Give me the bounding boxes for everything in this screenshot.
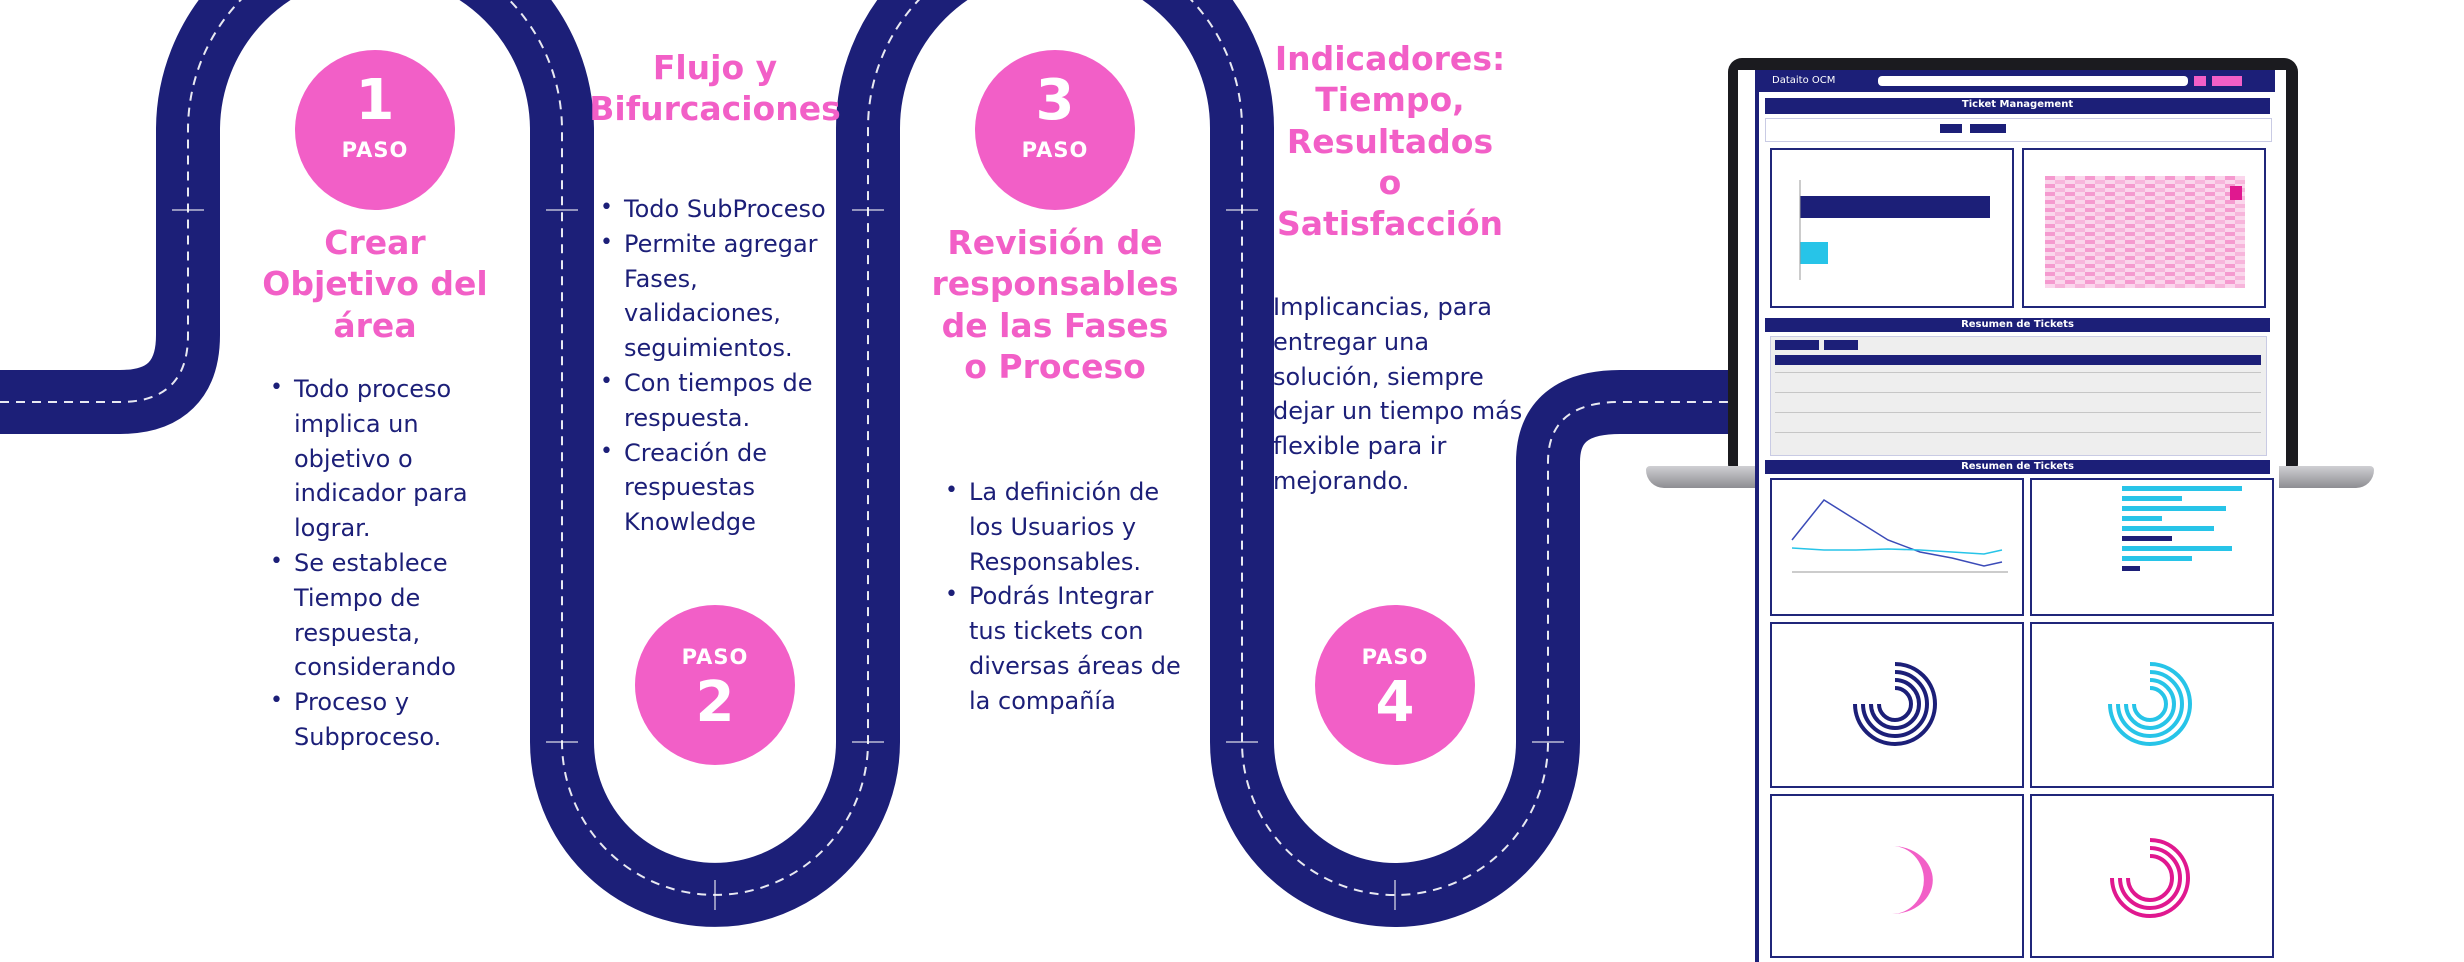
step-1-bullets: Todo proceso implica un objetivo o indic… (270, 372, 480, 755)
step-1-bullet: Proceso y Subproceso. (270, 685, 480, 755)
step-1-bullet: Todo proceso implica un objetivo o indic… (270, 372, 480, 546)
step-3-badge (975, 50, 1135, 210)
step-2-bullet: Con tiempos de respuesta. (600, 366, 840, 436)
step-1-bullet: Se establece Tiempo de respuesta, consid… (270, 546, 480, 685)
step-1-title: Crear Objetivo del área (262, 223, 488, 345)
dashboard-search-input[interactable] (1878, 76, 2188, 86)
dashboard-page-title: Ticket Management (1765, 98, 2270, 114)
heatmap-chart (2045, 176, 2245, 288)
step-3-bullets: La definición de los Usuarios y Responsa… (945, 475, 1185, 719)
step-2-bullets: Todo SubProceso Permite agregar Fases, v… (600, 192, 840, 540)
table-row (1775, 372, 2261, 373)
radial-chart-3 (2110, 838, 2190, 918)
pie-chart-panel (1770, 794, 2024, 958)
step-3-badge-label: PASO (1021, 138, 1089, 162)
step-3-number: 3 (1035, 68, 1075, 133)
step-2-bullet: Creación de respuestas Knowledge (600, 436, 840, 540)
step-2-badge-label: PASO (681, 645, 749, 669)
table-export-button[interactable] (1775, 340, 1819, 350)
step-2-badge (635, 605, 795, 765)
dashboard-user-button[interactable] (2212, 76, 2242, 86)
radial-chart-panel-2 (2030, 622, 2274, 788)
step-4-badge (1315, 605, 1475, 765)
step-3-bullet: Podrás Integrar tus tickets con diversas… (945, 579, 1185, 718)
step-1-badge (295, 50, 455, 210)
table-row (1775, 392, 2261, 393)
summary-section-header: Resumen de Tickets (1765, 318, 2270, 332)
step-4-paragraph: Implicancias, para entregar una solución… (1273, 293, 1523, 495)
step-2-number: 2 (695, 670, 735, 735)
table-row (1775, 412, 2261, 413)
pie-chart (1892, 846, 1933, 914)
table-row (1775, 432, 2261, 433)
table-columns-button[interactable] (1824, 340, 1858, 350)
dashboard-notification-icon[interactable] (2194, 76, 2206, 86)
status-bar-chart (1799, 180, 1990, 280)
tickets-table (1770, 336, 2267, 456)
summary-section-header-2: Resumen de Tickets (1765, 460, 2270, 474)
radial-chart-panel-1 (1770, 622, 2024, 788)
horizontal-bars-chart (2122, 486, 2242, 571)
radial-chart-1 (1853, 662, 1937, 746)
step-3-bullet: La definición de los Usuarios y Responsa… (945, 475, 1185, 579)
line-chart-panel (1770, 478, 2024, 616)
step-2-title: Flujo y Bifurcaciones (589, 48, 841, 129)
status-bar-chart-panel (1770, 148, 2014, 308)
step-4-badge-label: PASO (1361, 645, 1429, 669)
radial-chart-2 (2108, 662, 2192, 746)
step-2-bullet: Todo SubProceso (600, 192, 840, 227)
filter-reset-button[interactable] (1970, 124, 2006, 133)
filter-apply-button[interactable] (1940, 124, 1962, 133)
step-1-number: 1 (355, 68, 395, 133)
step-4-title: Indicadores: Tiempo, Resultados o Satisf… (1274, 39, 1506, 243)
table-header-row (1775, 355, 2261, 365)
step-2-bullet: Permite agregar Fases, validaciones, seg… (600, 227, 840, 366)
step-4-number: 4 (1375, 670, 1415, 735)
step-1-badge-label: PASO (341, 138, 409, 162)
dashboard-filter-row (1765, 118, 2272, 142)
dashboard-app-name: Dataito OCM (1772, 75, 1836, 86)
radial-chart-panel-3 (2030, 794, 2274, 958)
step-3-title: Revisión de responsables de las Fases o … (931, 223, 1179, 386)
line-chart (1791, 499, 2008, 573)
